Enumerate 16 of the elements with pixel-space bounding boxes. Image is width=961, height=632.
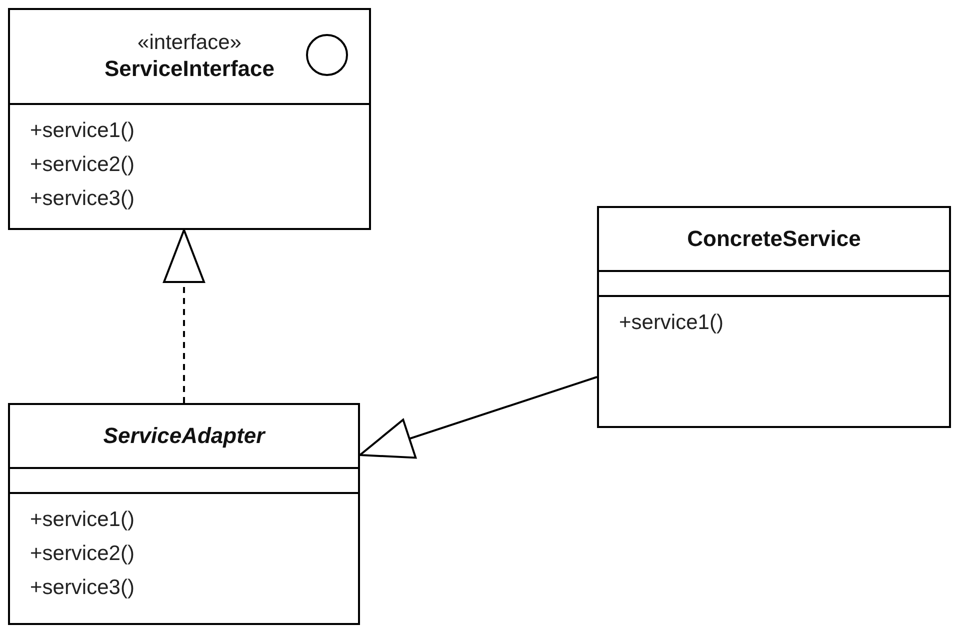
class-box bbox=[597, 206, 951, 428]
method-label: +service2() bbox=[29, 152, 136, 178]
method-label: +service2() bbox=[29, 541, 136, 567]
class-box bbox=[8, 8, 371, 230]
class-name: ServiceAdapter bbox=[103, 422, 265, 450]
stereotype-label: «interface» bbox=[138, 30, 242, 54]
generalization-arrow bbox=[359, 376, 598, 459]
method-label: +service1() bbox=[618, 310, 724, 336]
method-label: +service3() bbox=[29, 186, 136, 212]
class-name: ServiceInterface bbox=[104, 54, 274, 82]
realization-arrow bbox=[163, 229, 205, 403]
method-label: +service1() bbox=[29, 118, 136, 144]
class-box bbox=[8, 403, 360, 625]
class-name: ConcreteService bbox=[687, 225, 861, 253]
method-label: +service1() bbox=[29, 507, 136, 533]
method-label: +service3() bbox=[29, 575, 136, 601]
